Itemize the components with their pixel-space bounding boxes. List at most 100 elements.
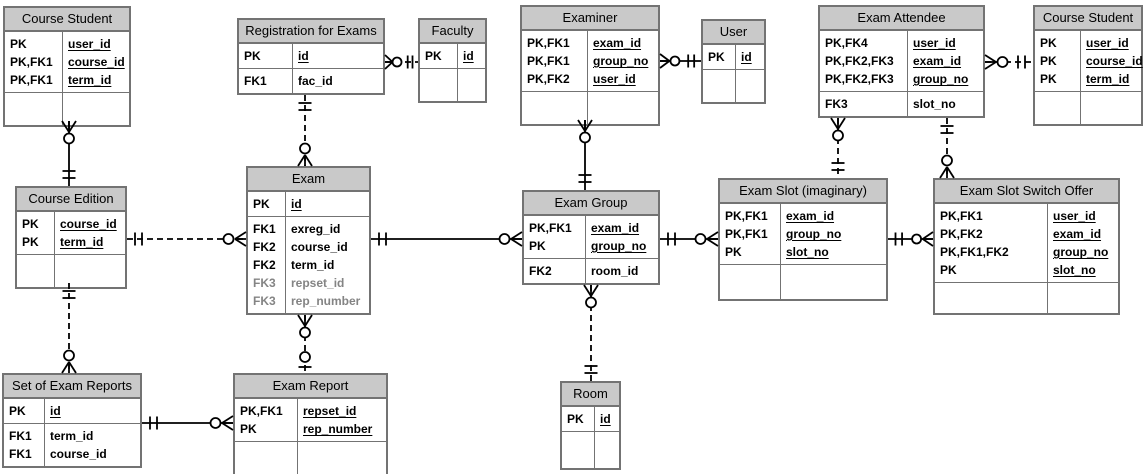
attribute-key: FK1 [253,222,276,236]
attribute-name: user_id [913,36,956,50]
attribute-key: PK,FK2,FK3 [825,72,894,86]
attribute-name: term_id [291,258,335,272]
empty-section [562,431,619,468]
attribute-name: course_id [68,55,125,69]
attribute-key: PK [9,404,26,418]
attribute-name: exam_id [1053,227,1102,241]
key-column-divider [297,399,298,441]
attribute-row: PK group_no [524,237,658,255]
attribute-key: FK1 [9,447,32,461]
attribute-key: PK [253,197,270,211]
key-column-divider [457,69,458,101]
attribute-name: id [741,50,752,64]
attribute-name: course_id [1086,54,1143,68]
attribute-section: PK id [4,399,140,423]
attribute-key: PK [725,245,742,259]
attribute-key: PK,FK1 [240,404,283,418]
key-column-divider [735,70,736,102]
entity-title: Registration for Exams [239,20,383,44]
entity-title: Faculty [420,20,485,44]
attribute-key: PK,FK1 [527,36,570,50]
key-column-divider [44,424,45,466]
attribute-key: PK,FK2 [940,227,983,241]
attribute-key: PK [22,217,39,231]
key-column-divider [1080,92,1081,124]
attribute-name: room_id [591,264,639,278]
key-column-divider [285,192,286,216]
attribute-name: group_no [591,239,647,253]
relationship-examiner--exam-group [577,119,593,190]
empty-section [235,441,386,474]
attribute-name: rep_number [291,294,361,308]
attribute-key: PK,FK1 [10,55,53,69]
entity-title: Examiner [522,7,658,31]
key-column-divider [292,69,293,93]
attribute-name: term_id [50,429,94,443]
attribute-name: id [50,404,61,418]
relationship-registration-for-exams--faculty [384,54,418,70]
key-column-divider [780,204,781,264]
attribute-key: PK,FK1,FK2 [940,245,1009,259]
entity-title: Exam Attendee [820,7,983,31]
attribute-name: fac_id [298,74,333,88]
attribute-name: term_id [1086,72,1130,86]
attribute-key: PK [567,412,584,426]
attribute-key: FK2 [529,264,552,278]
attribute-key: PK,FK1 [527,54,570,68]
key-column-divider [44,399,45,423]
relationship-exam-group--room [583,284,599,381]
entity-title: Exam Report [235,375,386,399]
key-column-divider [587,92,588,124]
attribute-key: FK3 [253,294,276,308]
attribute-key: FK3 [253,276,276,290]
empty-section [420,68,485,101]
key-column-divider [780,265,781,299]
attribute-name: repset_id [303,404,357,418]
attribute-name: course_id [60,217,117,231]
key-column-divider [54,212,55,254]
relationship-examiner--user [659,53,701,69]
key-column-divider [292,44,293,68]
attribute-name: rep_number [303,422,373,436]
empty-section [720,264,886,299]
attribute-key: PK [529,239,546,253]
attribute-name: slot_no [913,97,956,111]
attribute-name: exam_id [593,36,642,50]
